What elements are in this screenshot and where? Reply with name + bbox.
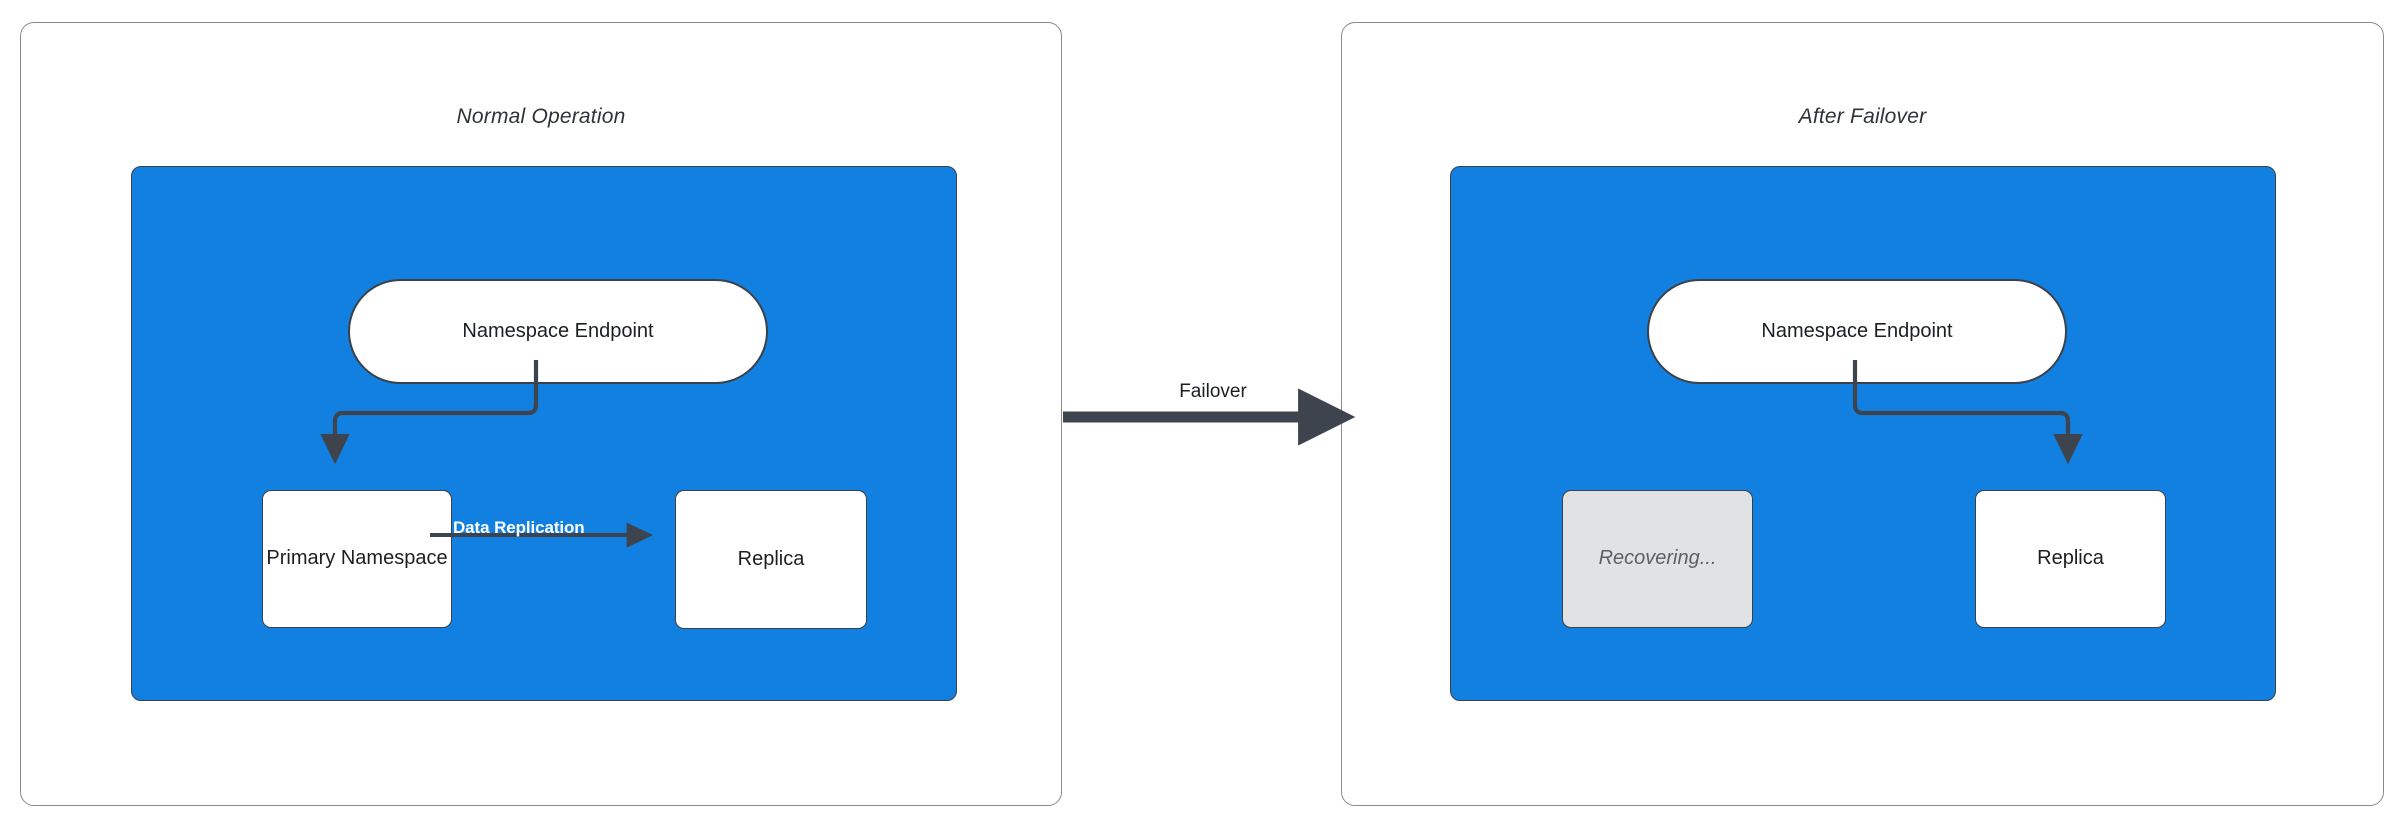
panel-title-after-failover: After Failover — [1798, 105, 1927, 128]
panel-title-normal-operation: Normal Operation — [456, 105, 626, 128]
node-recovering[interactable]: Recovering... — [1562, 490, 1753, 628]
edge-label-data-replication: Data Replication — [453, 518, 585, 537]
node-replica-failover[interactable]: Replica — [1975, 490, 2166, 628]
endpoint-pill-failover[interactable]: Namespace Endpoint — [1647, 279, 2067, 384]
endpoint-pill-normal[interactable]: Namespace Endpoint — [348, 279, 768, 384]
node-replica-normal[interactable]: Replica — [675, 490, 867, 629]
panel-after-failover: After Failover Namespace Endpoint Recove… — [1341, 22, 2384, 806]
zone-after-failover: Namespace Endpoint Recovering... Replica — [1450, 166, 2276, 701]
edge-label-failover: Failover — [1179, 381, 1247, 402]
node-primary-namespace[interactable]: Primary Namespace — [262, 490, 452, 628]
node-recovering-label: Recovering... — [1598, 547, 1717, 570]
panel-normal-operation: Normal Operation Namespace Endpoint Prim… — [20, 22, 1062, 806]
node-replica-normal-label: Replica — [737, 547, 805, 570]
endpoint-pill-label-failover: Namespace Endpoint — [1761, 320, 1953, 342]
node-replica-failover-label: Replica — [2037, 547, 2104, 570]
endpoint-pill-label-normal: Namespace Endpoint — [462, 320, 654, 342]
zone-normal-operation: Namespace Endpoint Primary Namespace Rep… — [131, 166, 957, 701]
node-primary-namespace-label: Primary Namespace — [266, 547, 448, 570]
